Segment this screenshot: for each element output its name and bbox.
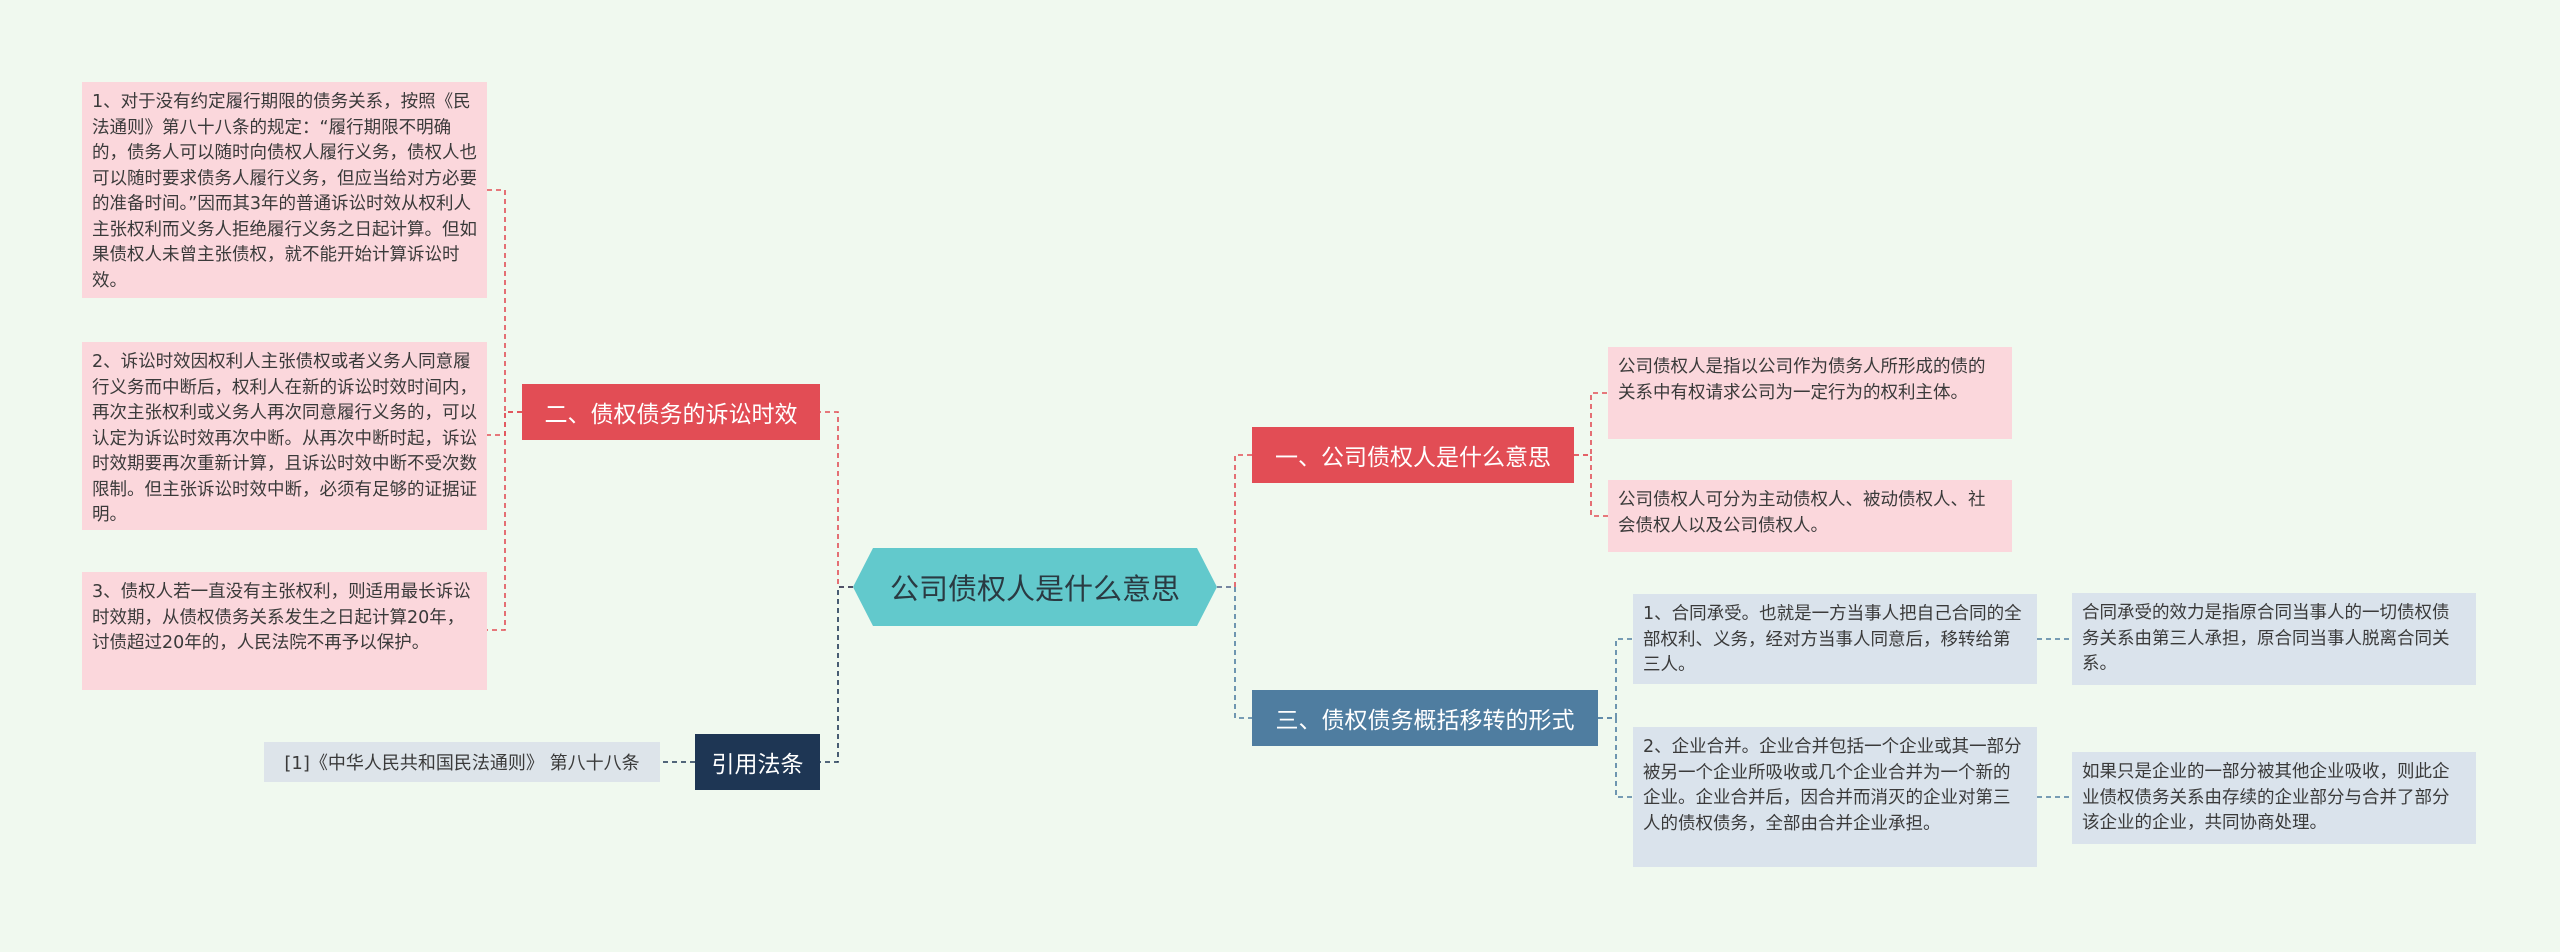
link-b3-leaf2 <box>1598 717 1633 798</box>
leaf-enterprise-merger[interactable]: 2、企业合并。企业合并包括一个企业或其一部分被另一个企业所吸收或几个企业合并为一… <box>1633 727 2037 867</box>
link-central-b1 <box>1217 454 1252 588</box>
branch-creditor-meaning[interactable]: 一、公司债权人是什么意思 <box>1252 427 1574 483</box>
branch-litigation-limitation[interactable]: 二、债权债务的诉讼时效 <box>522 384 820 440</box>
leaf-litigation-1[interactable]: 1、对于没有约定履行期限的债务关系，按照《民法通则》第八十八条的规定：“履行期限… <box>82 82 487 298</box>
link-central-b4 <box>820 586 853 763</box>
leaf-partial-merger-handling[interactable]: 如果只是企业的一部分被其他企业吸收，则此企业债权债务关系由存续的企业部分与合并了… <box>2072 752 2476 844</box>
branch-cited-laws[interactable]: 引用法条 <box>695 734 820 790</box>
leaf-litigation-3[interactable]: 3、债权人若一直没有主张权利，则适用最长诉讼时效期，从债权债务关系发生之日起计算… <box>82 572 487 690</box>
leaf-litigation-2[interactable]: 2、诉讼时效因权利人主张债权或者义务人同意履行义务而中断后，权利人在新的诉讼时效… <box>82 342 487 530</box>
link-central-b3 <box>1217 586 1252 719</box>
leaf-cited-law-reference[interactable]: [1]《中华人民共和国民法通则》 第八十八条 <box>264 742 660 782</box>
leaf-contract-assumption[interactable]: 1、合同承受。也就是一方当事人把自己合同的全部权利、义务，经对方当事人同意后，移… <box>1633 594 2037 684</box>
link-central-b2 <box>820 411 853 588</box>
branch-transfer-forms[interactable]: 三、债权债务概括移转的形式 <box>1252 690 1598 746</box>
leaf-creditor-definition[interactable]: 公司债权人是指以公司作为债务人所形成的债的关系中有权请求公司为一定行为的权利主体… <box>1608 347 2012 439</box>
link-b1-leaf1 <box>1574 392 1608 456</box>
central-topic[interactable]: 公司债权人是什么意思 <box>853 548 1217 626</box>
leaf-contract-assumption-effect[interactable]: 合同承受的效力是指原合同当事人的一切债权债务关系由第三人承担，原合同当事人脱离合… <box>2072 593 2476 685</box>
link-b2-leaf1 <box>487 189 522 413</box>
link-b1-leaf2 <box>1574 454 1608 517</box>
link-b2-leaf3 <box>487 411 522 631</box>
leaf-creditor-types[interactable]: 公司债权人可分为主动债权人、被动债权人、社会债权人以及公司债权人。 <box>1608 480 2012 552</box>
link-b3-leaf1 <box>1598 638 1633 719</box>
